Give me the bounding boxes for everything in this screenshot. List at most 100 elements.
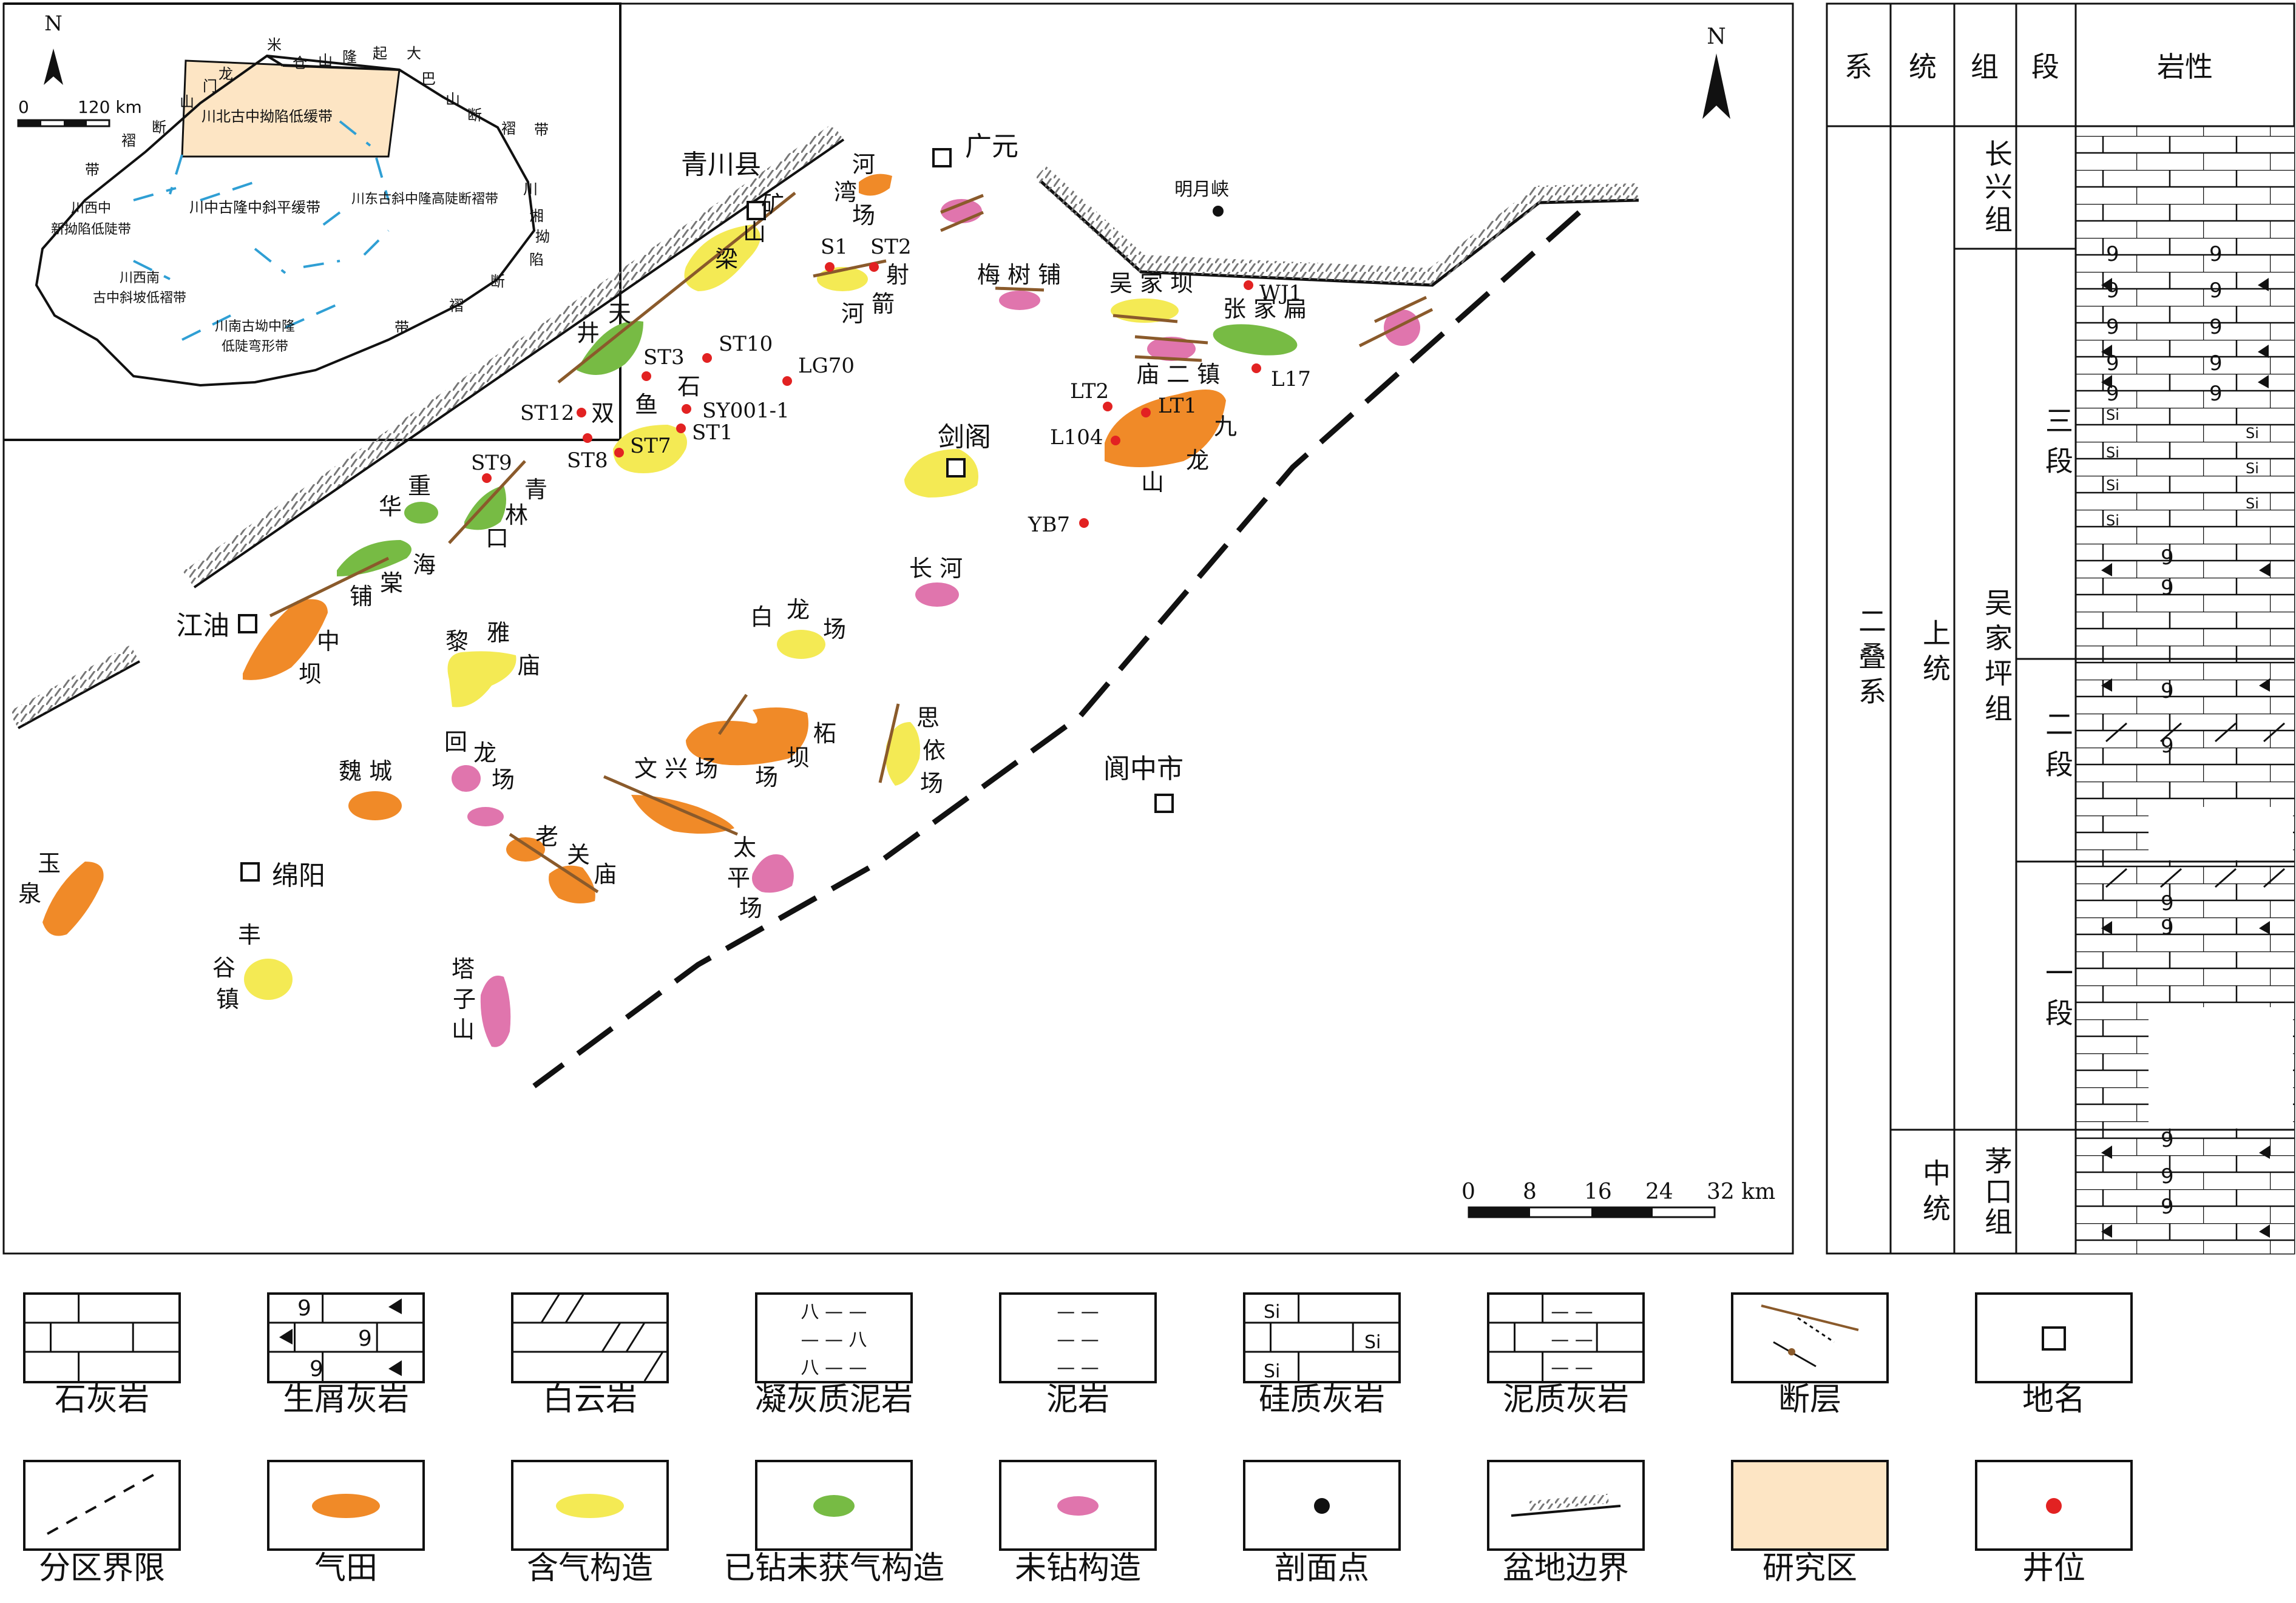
gas-bearing-bailongchang — [777, 630, 825, 659]
undrilled-taipingchang — [752, 854, 794, 893]
label-tianjing: 天 — [608, 300, 631, 327]
member-3: 三 — [2045, 405, 2073, 437]
belt-xiangexi: 拗 — [535, 228, 550, 245]
svg-text:LT2: LT2 — [1070, 379, 1109, 403]
city-langzhong: 阆中市 — [1103, 754, 1184, 785]
svg-text:N: N — [44, 12, 63, 36]
label-jiulongshan: 山 — [1141, 469, 1164, 496]
label-haitangpu: 铺 — [350, 583, 373, 610]
member-3: 段 — [2045, 445, 2073, 478]
label-qinglinkou: 青 — [524, 476, 547, 503]
label-liyamiao: 雅 — [487, 619, 510, 646]
label-hewan: 河 — [852, 151, 875, 178]
gas-field-zhongba — [243, 599, 328, 680]
legend-label: 断层 — [1778, 1382, 1841, 1418]
svg-text:低陡弯形带: 低陡弯形带 — [222, 339, 288, 354]
bioclast-triangle — [2101, 678, 2112, 692]
label-fenggu: 谷 — [212, 954, 235, 981]
legend-label: 研究区 — [1763, 1550, 1857, 1587]
city-marker-qingchuan — [747, 201, 766, 220]
label-taipingchang: 平 — [727, 865, 750, 891]
svg-text:— —: — — — [1551, 1301, 1593, 1323]
label-changhe: 长 河 — [909, 555, 963, 582]
legend-label: 硅质灰岩 — [1259, 1382, 1385, 1418]
belt-longmen: 断 — [152, 119, 166, 136]
legend-label: 气田 — [314, 1550, 378, 1587]
bioclast-triangle — [2258, 278, 2269, 291]
svg-text:120 km: 120 km — [78, 97, 142, 117]
column-dolomite-marks — [2105, 722, 2285, 888]
legend-label: 盆地边界 — [1503, 1550, 1629, 1587]
svg-text:Si: Si — [1264, 1361, 1280, 1382]
legend-label: 石灰岩 — [55, 1382, 149, 1418]
svg-text:— —: — — — [1551, 1357, 1593, 1379]
label-liyamiao: 黎 — [445, 628, 469, 655]
belt-micang: 山 — [318, 52, 333, 69]
label-laoguanmiao: 庙 — [594, 861, 617, 888]
bioclast-triangle — [2101, 1146, 2112, 1159]
bioclast-triangle — [2259, 1146, 2270, 1159]
belt-longmen: 龙 — [218, 66, 233, 83]
undrilled-tazishan — [480, 976, 511, 1047]
svg-text:ST9: ST9 — [471, 451, 512, 475]
svg-text:ST8: ST8 — [567, 448, 608, 473]
scale-tick: 32 km — [1707, 1179, 1775, 1204]
bioclast-triangle — [2258, 345, 2269, 358]
system-permian: 系 — [1858, 675, 1886, 708]
city-guangyuan: 广元 — [965, 131, 1018, 162]
section-point-mingyuexia — [1213, 206, 1224, 217]
label-shejian: 射 — [886, 262, 909, 288]
svg-text:川西中: 川西中 — [71, 201, 111, 216]
label-zhonghua: 重 — [408, 473, 431, 499]
undrilled-huilong2 — [467, 807, 504, 826]
label-liyamiao: 庙 — [517, 652, 540, 679]
legend-label: 地名 — [2022, 1382, 2085, 1418]
formation-wujiaping: 家 — [1985, 622, 2013, 655]
gas-bearing-fenggu — [244, 959, 293, 1000]
gas-bearing-shuangyushi — [613, 425, 687, 473]
city-marker-langzhong — [1154, 794, 1174, 813]
north-arrow: N — [1702, 24, 1730, 119]
column-header: 统 — [1909, 50, 1937, 83]
label-zhangjiabian: 张 家 扁 — [1223, 295, 1307, 322]
bioclast-mark: 9 — [2209, 351, 2223, 376]
svg-text:ST2: ST2 — [870, 235, 912, 259]
label-huilongchang: 龙 — [473, 740, 496, 766]
bioclast-triangle — [2258, 375, 2269, 388]
undrilled-huilongchang — [452, 765, 481, 792]
label-bailongchang: 场 — [823, 616, 846, 643]
bioclast-triangle — [2101, 921, 2112, 934]
svg-text:古中斜坡低褶带: 古中斜坡低褶带 — [93, 291, 186, 306]
svg-text:0: 0 — [18, 97, 29, 117]
formation-wujiaping: 吴 — [1985, 587, 2013, 619]
bioclast-mark: 9 — [2209, 278, 2223, 303]
legend-label: 井位 — [2022, 1550, 2085, 1587]
structures — [42, 174, 1420, 1047]
legend-swatch — [23, 1460, 181, 1551]
label-wenxingchang: 文 兴 场 — [634, 755, 718, 782]
label-tazishan: 子 — [453, 986, 476, 1013]
formation-wujiaping: 坪 — [1985, 657, 2013, 690]
drilled-haitangpu — [337, 540, 411, 576]
legend-swatch — [755, 1292, 913, 1383]
drilled-zhonghua — [404, 502, 438, 524]
legend-swatch — [23, 1292, 181, 1383]
bioclast-triangle — [2101, 1224, 2112, 1238]
belt-micang: 起 — [373, 45, 387, 62]
bioclast-mark: 9 — [2161, 679, 2174, 703]
belt-xiangexi: 褶 — [449, 297, 464, 314]
inset-map: N 0 120 km 川北古中拗陷低缓带 川中古隆中斜平缓带 川东古斜中隆高陡断… — [4, 2, 621, 441]
inset-label-east: 川东古斜中隆高陡断褶带 — [351, 192, 498, 207]
column-header: 岩性 — [2157, 50, 2213, 83]
column-si: Si — [2106, 512, 2119, 529]
cities — [238, 148, 1174, 882]
svg-text:河: 河 — [841, 300, 864, 327]
svg-text:LG70: LG70 — [798, 354, 855, 378]
svg-text:9: 9 — [297, 1296, 311, 1321]
bioclast-mark: 9 — [2161, 1164, 2174, 1189]
wells — [482, 262, 1261, 528]
bioclast-mark: 9 — [2161, 1128, 2174, 1152]
undrilled-meishupu — [999, 291, 1040, 310]
belt-xiangexi: 川 — [523, 181, 538, 198]
